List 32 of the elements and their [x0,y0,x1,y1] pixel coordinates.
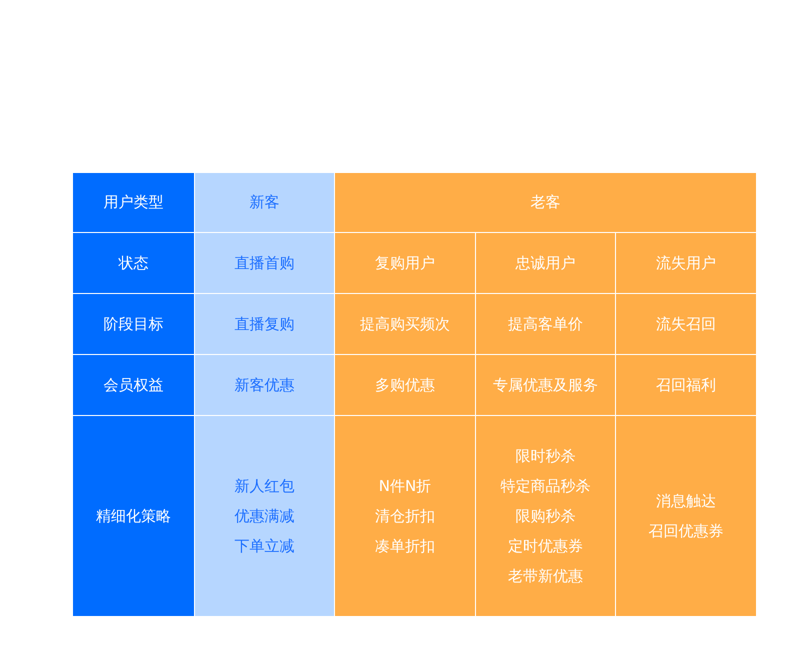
strategy-item: 凑单折扣 [375,536,435,557]
strategy-item: 定时优惠券 [508,536,583,557]
table-cell: 多购优惠 [335,355,475,415]
table-cell: 提高购买频次 [335,294,475,354]
table-cell: 召回福利 [616,355,756,415]
row-header-cell: 阶段目标 [73,294,194,354]
table-cell: 新客 [195,173,334,232]
strategy-item: N件N折 [378,476,432,497]
strategy-item: 消息触达 [656,491,716,512]
table-cell: 专属优惠及服务 [476,355,615,415]
row-header-cell: 用户类型 [73,173,194,232]
table-cell: 复购用户 [335,233,475,293]
strategy-item: 限购秒杀 [516,506,576,527]
table-cell: 流失用户 [616,233,756,293]
row-header-cell: 状态 [73,233,194,293]
table-cell: 新客优惠 [195,355,334,415]
table-cell: 直播首购 [195,233,334,293]
table-cell: 老客 [335,173,756,232]
strategy-item: 老带新优惠 [508,566,583,587]
strategy-item: 清仓折扣 [375,506,435,527]
strategy-item: 下单立减 [234,536,294,557]
strategy-item: 优惠满减 [234,506,294,527]
table-cell: 提高客单价 [476,294,615,354]
row-header-cell: 精细化策略 [73,416,194,616]
strategy-item: 召回优惠券 [648,521,724,542]
strategy-item: 特定商品秒杀 [500,476,590,497]
table-cell: 直播复购 [195,294,334,354]
row-header-cell: 会员权益 [73,355,194,415]
table-cell: 流失召回 [616,294,756,354]
strategy-item: 新人红包 [234,476,294,497]
table-cell: 忠诚用户 [476,233,615,293]
strategy-item: 限时秒杀 [516,446,576,467]
